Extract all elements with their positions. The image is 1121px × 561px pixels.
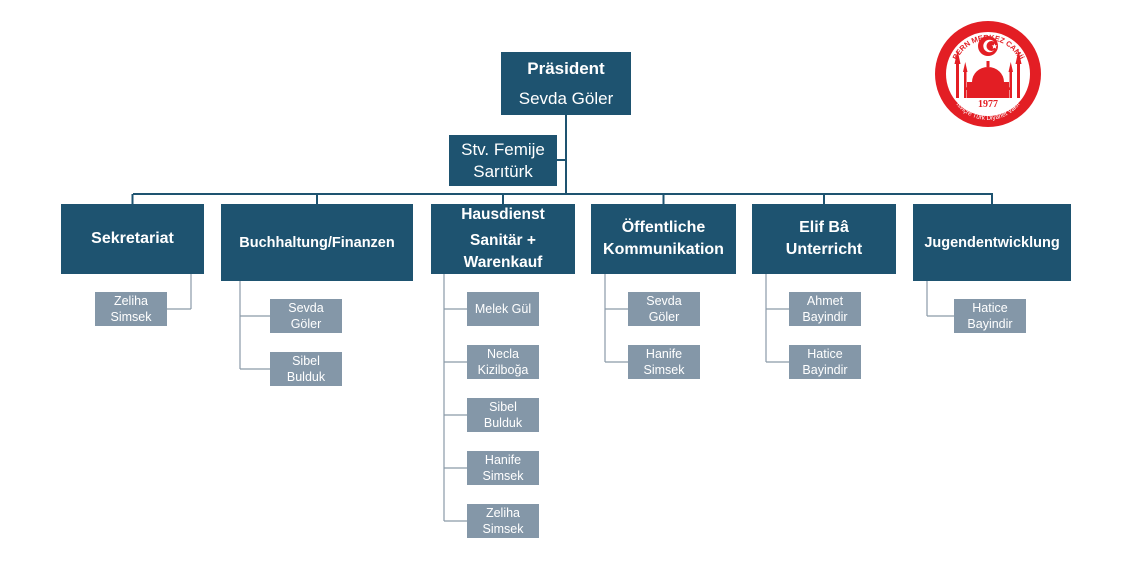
member-name: Kizilboğa (477, 363, 529, 377)
department-label: Buchhaltung/Finanzen (239, 234, 395, 251)
member-name: Simsek (482, 469, 524, 483)
member-name: Bayindir (802, 363, 848, 377)
member-name: Hatice (972, 301, 1008, 315)
president-name: Sevda Göler (518, 88, 614, 108)
member-name: Sevda (288, 301, 324, 315)
member-name: Hanife (645, 347, 683, 361)
department-box: Jugendentwicklung (913, 204, 1071, 281)
member-name: Necla (487, 347, 519, 361)
member-name: Hanife (484, 453, 522, 467)
department-box: Buchhaltung/Finanzen (221, 204, 413, 281)
mosque-logo: BERN MERKEZ CAMİİ 1977 İsviçre Türk Diya… (934, 20, 1042, 128)
president-box: Präsident Sevda Göler (501, 52, 631, 115)
president-title: Präsident (527, 58, 605, 78)
member-name: Simsek (110, 310, 152, 324)
member-name: Ahmet (806, 294, 844, 308)
member-name: Bayindir (802, 310, 848, 324)
member-name: Bulduk (286, 370, 326, 384)
member-name: Göler (648, 310, 680, 324)
department-box: Elif Bâ Unterricht (752, 204, 896, 274)
logo-year: 1977 (978, 99, 998, 110)
member-name: Göler (290, 317, 322, 331)
member-name: Sevda (646, 294, 682, 308)
department-box: Sekretariat (61, 204, 204, 274)
member-name: Simsek (643, 363, 685, 377)
member-box: Melek Gül (467, 292, 539, 326)
department-label: Sanitär + (470, 232, 536, 249)
department-label: Warenkauf (463, 254, 543, 271)
member-name: Hatice (807, 347, 843, 361)
member-name: Simsek (482, 522, 524, 536)
department-label: Sekretariat (91, 230, 174, 247)
deputy-box: Stv. Femije Sarıtürk (449, 135, 557, 186)
member-name: Bulduk (483, 416, 523, 430)
department-label: Kommunikation (603, 241, 724, 258)
member-name: Bayindir (967, 317, 1013, 331)
mosque-logo-icon: BERN MERKEZ CAMİİ 1977 İsviçre Türk Diya… (935, 21, 1041, 127)
department-label: Elif Bâ (799, 219, 849, 236)
deputy-name: Sarıtürk (473, 161, 533, 181)
member-name: Zeliha (113, 294, 149, 308)
member-name: Sibel (489, 400, 517, 414)
member-name: Zeliha (485, 506, 521, 520)
member-name: Melek Gül (474, 302, 532, 316)
department-label: Öffentliche (621, 219, 706, 236)
department-label: Jugendentwicklung (924, 234, 1060, 251)
deputy-title: Stv. Femije (461, 139, 545, 159)
department-label: Unterricht (785, 241, 863, 258)
member-name: Sibel (292, 354, 320, 368)
department-label: Hausdienst (461, 206, 545, 223)
